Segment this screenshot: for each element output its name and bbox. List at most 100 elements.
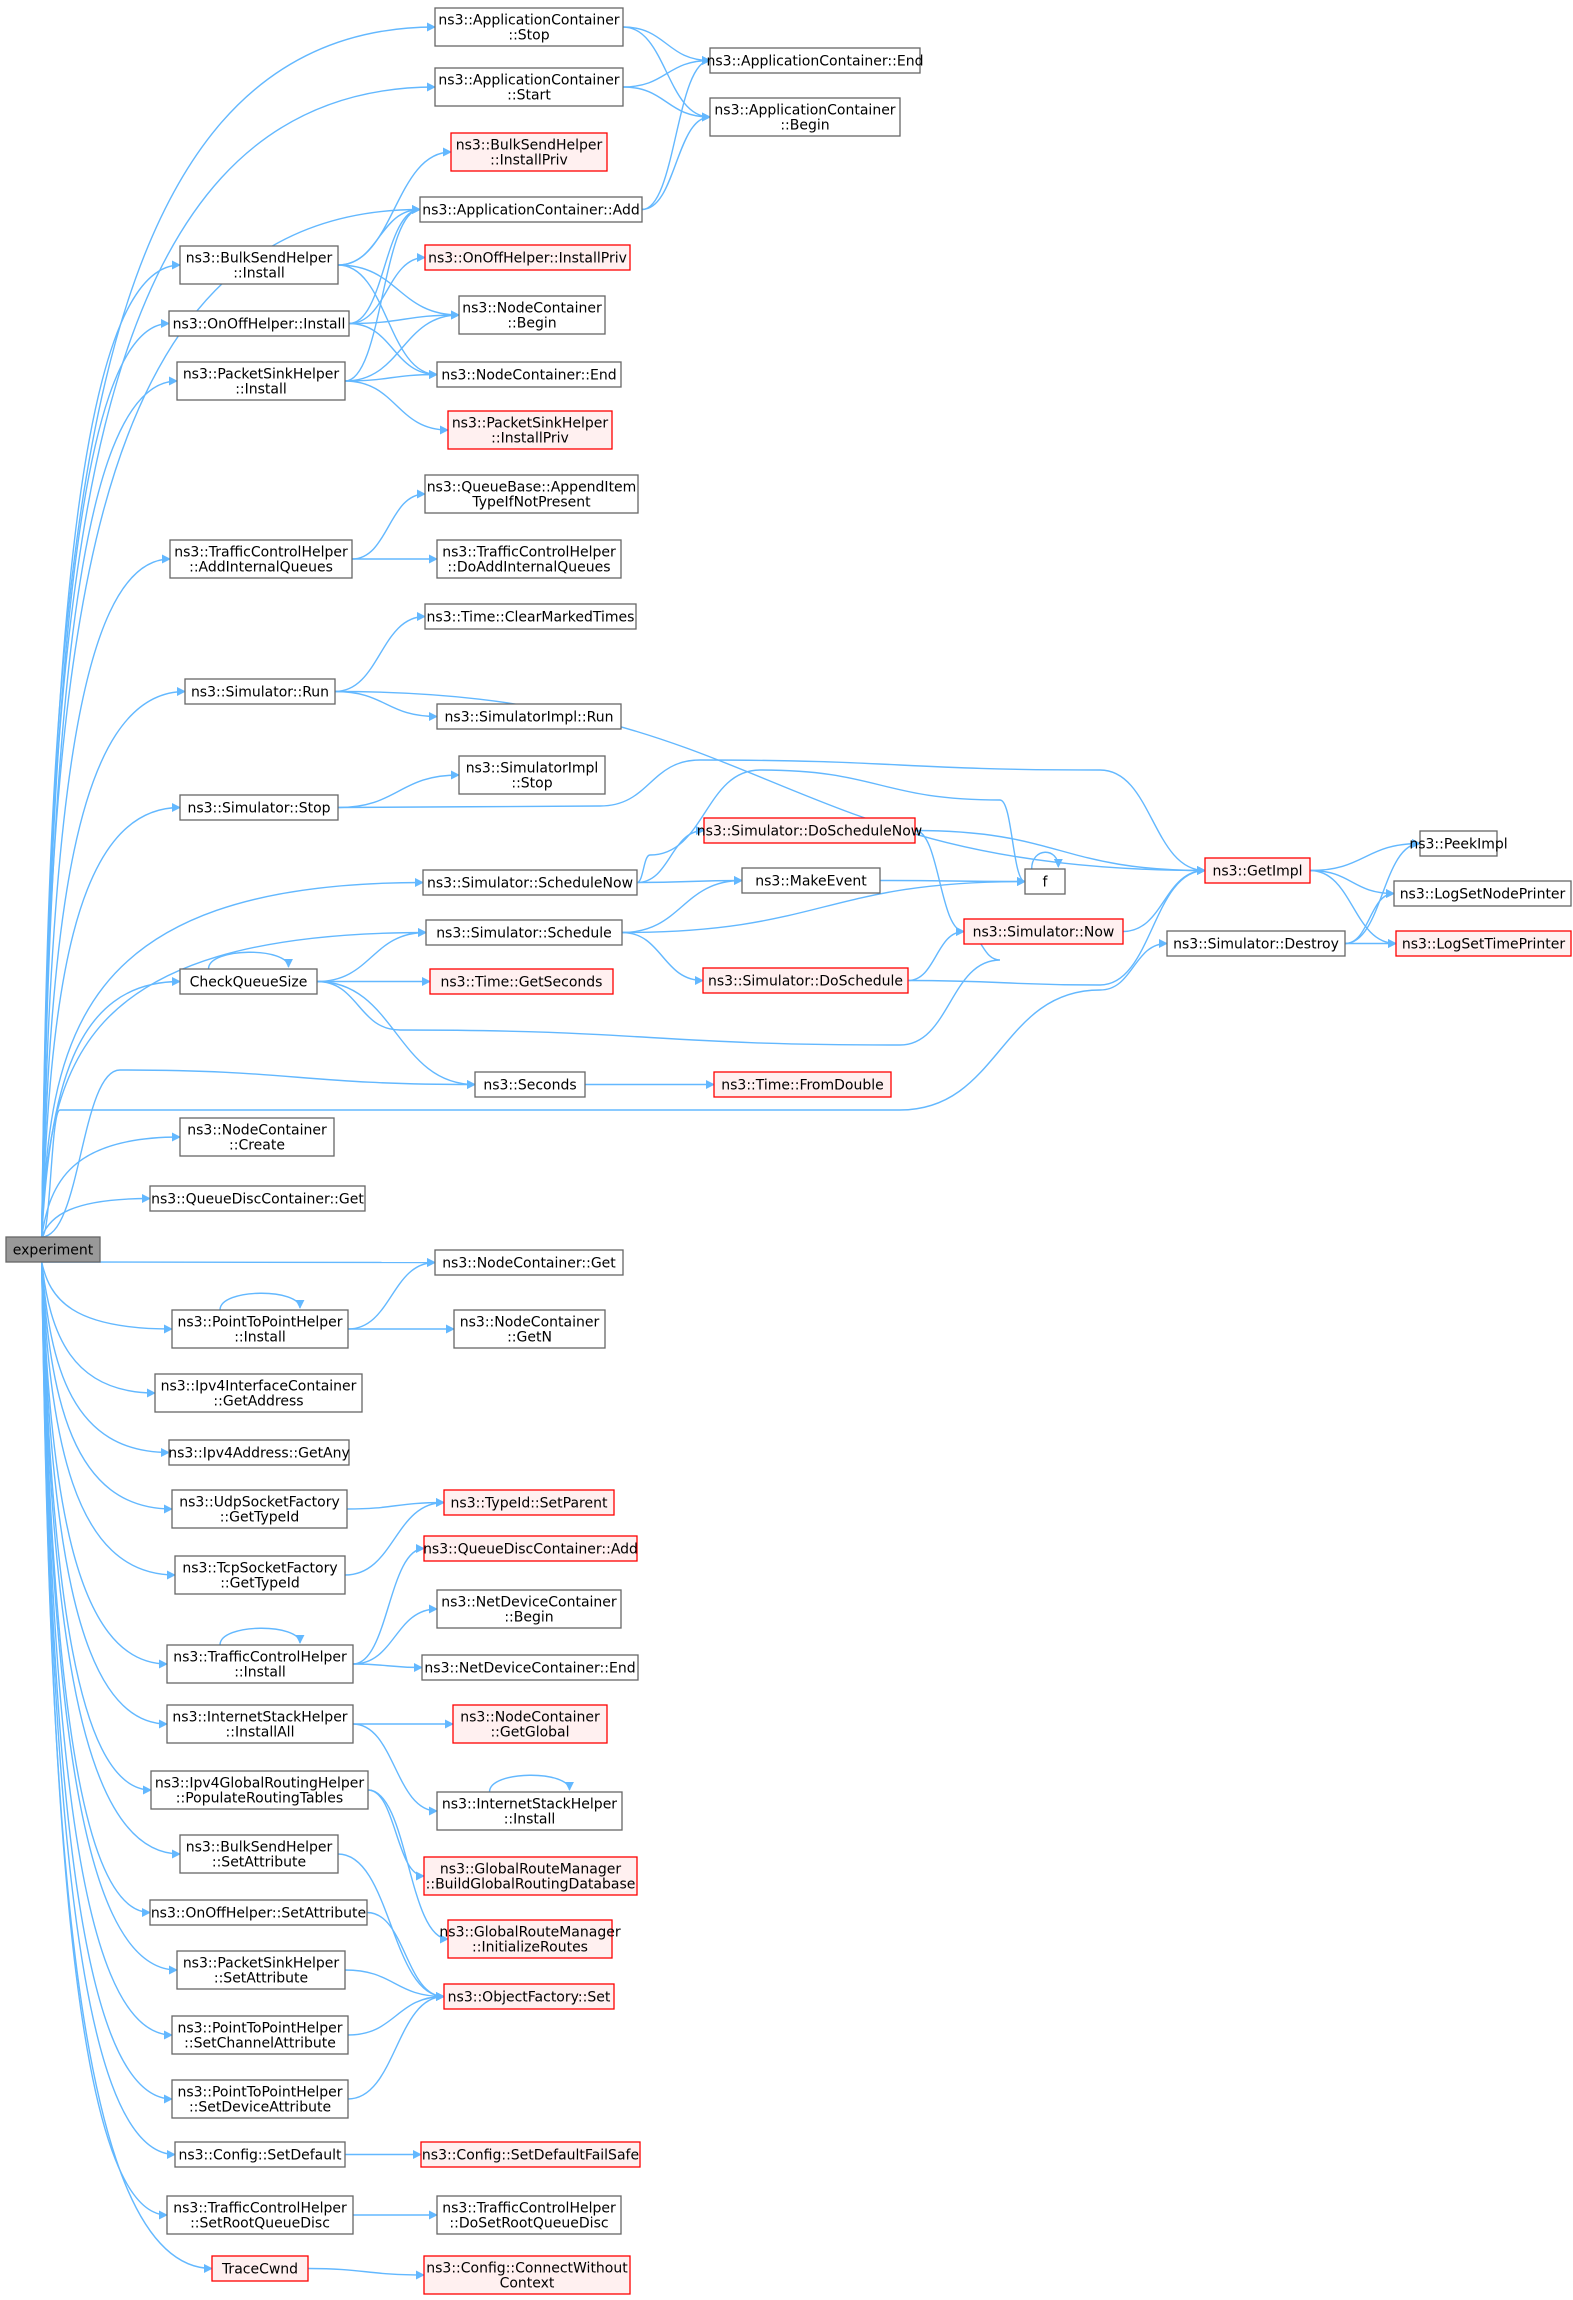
node-checkq[interactable]: CheckQueueSize <box>179 968 318 995</box>
node-bulk-setattr[interactable]: ns3::BulkSendHelper::SetAttribute <box>179 1834 339 1874</box>
node-sink-setattr[interactable]: ns3::PacketSinkHelper::SetAttribute <box>176 1950 346 1990</box>
node-time-clear[interactable]: ns3::Time::ClearMarkedTimes <box>424 603 637 630</box>
node-box <box>174 2141 346 2168</box>
node-app-end[interactable]: ns3::ApplicationContainer::End <box>707 47 924 74</box>
node-experiment[interactable]: experiment <box>5 1236 101 1263</box>
node-box <box>434 67 624 107</box>
edge-app-stop-to-app-end <box>622 26 711 65</box>
node-label: ns3::PointToPointHelper <box>177 1315 342 1331</box>
node-nc-begin[interactable]: ns3::NodeContainer::Begin <box>458 295 606 335</box>
edge-tracecwnd-to-cfg-connect <box>307 2267 425 2280</box>
node-onoff-setattr[interactable]: ns3::OnOffHelper::SetAttribute <box>149 1899 368 1926</box>
node-cfg-setdeffs[interactable]: ns3::Config::SetDefaultFailSafe <box>420 2141 641 2168</box>
edge-experiment-to-sink-install <box>41 376 178 1238</box>
node-tch-dosetroot[interactable]: ns3::TrafficControlHelper::DoSetRootQueu… <box>436 2195 622 2235</box>
node-nc-create[interactable]: ns3::NodeContainer::Create <box>179 1117 335 1157</box>
edge-experiment-to-sim-schednow <box>41 878 424 1238</box>
node-time-getsec[interactable]: ns3::Time::GetSeconds <box>429 968 614 995</box>
node-ish-install[interactable]: ns3::InternetStackHelper::Install <box>436 1791 623 1831</box>
node-onoff-install[interactable]: ns3::OnOffHelper::Install <box>168 310 350 337</box>
node-p2p-setchan[interactable]: ns3::PointToPointHelper::SetChannelAttri… <box>171 2015 349 2055</box>
node-app-start[interactable]: ns3::ApplicationContainer::Start <box>434 67 624 107</box>
node-box <box>420 2141 641 2168</box>
node-label: ::SetAttribute <box>212 1855 306 1871</box>
node-label: ::DoSetRootQueueDisc <box>449 2216 608 2232</box>
node-p2p-setdev[interactable]: ns3::PointToPointHelper::SetDeviceAttrib… <box>171 2079 349 2119</box>
node-bulk-installpriv[interactable]: ns3::BulkSendHelper::InstallPriv <box>450 132 608 172</box>
node-box <box>713 1071 892 1098</box>
node-getimpl[interactable]: ns3::GetImpl <box>1204 857 1311 884</box>
node-box <box>434 7 624 47</box>
node-time-fromdouble[interactable]: ns3::Time::FromDouble <box>713 1071 892 1098</box>
node-ish-installall[interactable]: ns3::InternetStackHelper::InstallAll <box>166 1704 354 1744</box>
node-grm-init[interactable]: ns3::GlobalRouteManager::InitializeRoute… <box>439 1919 621 1959</box>
node-ipv4addr-any[interactable]: ns3::Ipv4Address::GetAny <box>168 1439 350 1466</box>
node-ipv4ic-getaddr[interactable]: ns3::Ipv4InterfaceContainer::GetAddress <box>154 1373 363 1413</box>
node-label: ::Install <box>235 382 287 398</box>
node-label: ns3::SimulatorImpl::Run <box>445 710 614 726</box>
node-box <box>423 2255 631 2295</box>
node-label: ns3::TrafficControlHelper <box>173 2201 347 2217</box>
edge-bulk-install-to-nc-begin <box>337 264 460 320</box>
node-qdc-get[interactable]: ns3::QueueDiscContainer::Get <box>149 1185 366 1212</box>
node-sim-schedule[interactable]: ns3::Simulator::Schedule <box>425 919 623 946</box>
node-app-begin[interactable]: ns3::ApplicationContainer::Begin <box>709 97 901 137</box>
node-box <box>179 794 339 821</box>
node-peekimpl[interactable]: ns3::PeekImpl <box>1409 830 1508 857</box>
edge-checkq-to-sim-schedule <box>316 928 427 983</box>
node-ipv4grh-pop[interactable]: ns3::Ipv4GlobalRoutingHelper::PopulateRo… <box>150 1770 369 1810</box>
node-sim-run[interactable]: ns3::Simulator::Run <box>184 678 336 705</box>
node-udp-typeid[interactable]: ns3::UdpSocketFactory::GetTypeId <box>171 1489 348 1529</box>
node-sim-now[interactable]: ns3::Simulator::Now <box>963 918 1124 945</box>
node-sim-dosched[interactable]: ns3::Simulator::DoSchedule <box>702 967 909 994</box>
node-box <box>5 1236 101 1263</box>
edge-bulk-install-to-nc-end <box>337 264 438 379</box>
node-sim-stop[interactable]: ns3::Simulator::Stop <box>179 794 339 821</box>
node-sim-doschednow[interactable]: ns3::Simulator::DoScheduleNow <box>697 817 922 844</box>
node-sink-install[interactable]: ns3::PacketSinkHelper::Install <box>176 361 346 401</box>
node-p2p-install[interactable]: ns3::PointToPointHelper::Install <box>171 1309 349 1349</box>
node-label: ns3::TrafficControlHelper <box>442 545 616 561</box>
node-qb-append[interactable]: ns3::QueueBase::AppendItemTypeIfNotPrese… <box>424 474 639 514</box>
node-f[interactable]: f <box>1024 868 1066 895</box>
node-seconds[interactable]: ns3::Seconds <box>474 1071 586 1098</box>
node-nc-getn[interactable]: ns3::NodeContainer::GetN <box>453 1309 606 1349</box>
node-simimpl-stop[interactable]: ns3::SimulatorImpl::Stop <box>458 755 606 795</box>
node-tch-install[interactable]: ns3::TrafficControlHelper::Install <box>166 1644 354 1684</box>
node-tch-setroot[interactable]: ns3::TrafficControlHelper::SetRootQueueD… <box>166 2195 354 2235</box>
node-label: ns3::InternetStackHelper <box>172 1710 347 1726</box>
node-tch-doaddq[interactable]: ns3::TrafficControlHelper::DoAddInternal… <box>436 539 622 579</box>
node-nc-get[interactable]: ns3::NodeContainer::Get <box>434 1249 624 1276</box>
node-label: ::Stop <box>511 776 552 792</box>
node-ndc-begin[interactable]: ns3::NetDeviceContainer::Begin <box>436 1589 622 1629</box>
node-sink-installpriv[interactable]: ns3::PacketSinkHelper::InstallPriv <box>447 410 613 450</box>
node-nc-getglobal[interactable]: ns3::NodeContainer::GetGlobal <box>452 1704 608 1744</box>
node-app-stop[interactable]: ns3::ApplicationContainer::Stop <box>434 7 624 47</box>
node-app-add[interactable]: ns3::ApplicationContainer::Add <box>419 196 643 223</box>
node-bulk-install[interactable]: ns3::BulkSendHelper::Install <box>179 245 339 285</box>
node-label: ns3::Time::FromDouble <box>721 1078 884 1094</box>
node-cfg-setdef[interactable]: ns3::Config::SetDefault <box>174 2141 346 2168</box>
node-label: ns3::QueueDiscContainer::Add <box>423 1542 638 1558</box>
node-nc-end[interactable]: ns3::NodeContainer::End <box>436 361 622 388</box>
node-label: ns3::OnOffHelper::InstallPriv <box>428 251 627 267</box>
node-box <box>184 678 336 705</box>
node-onoff-installpriv[interactable]: ns3::OnOffHelper::InstallPriv <box>424 244 631 271</box>
node-tch-addq[interactable]: ns3::TrafficControlHelper::AddInternalQu… <box>169 539 353 579</box>
node-tcp-typeid[interactable]: ns3::TcpSocketFactory::GetTypeId <box>174 1555 346 1595</box>
node-label: ns3::Ipv4Address::GetAny <box>168 1446 350 1462</box>
node-qdc-add[interactable]: ns3::QueueDiscContainer::Add <box>423 1535 638 1562</box>
node-grm-build[interactable]: ns3::GlobalRouteManager::BuildGlobalRout… <box>423 1856 638 1896</box>
node-sim-schednow[interactable]: ns3::Simulator::ScheduleNow <box>422 869 638 896</box>
node-typeid-setparent[interactable]: ns3::TypeId::SetParent <box>443 1489 615 1516</box>
node-simimpl-run[interactable]: ns3::SimulatorImpl::Run <box>436 703 622 730</box>
node-makeevent[interactable]: ns3::MakeEvent <box>741 867 881 894</box>
node-sim-destroy[interactable]: ns3::Simulator::Destroy <box>1166 930 1346 957</box>
edge-sim-schedule-to-f <box>621 877 1026 934</box>
node-tracecwnd[interactable]: TraceCwnd <box>211 2255 309 2282</box>
node-logsettime[interactable]: ns3::LogSetTimePrinter <box>1395 930 1572 957</box>
node-ndc-end[interactable]: ns3::NetDeviceContainer::End <box>421 1654 639 1681</box>
node-of-set[interactable]: ns3::ObjectFactory::Set <box>443 1983 615 2010</box>
node-logsetnode[interactable]: ns3::LogSetNodePrinter <box>1393 880 1572 907</box>
